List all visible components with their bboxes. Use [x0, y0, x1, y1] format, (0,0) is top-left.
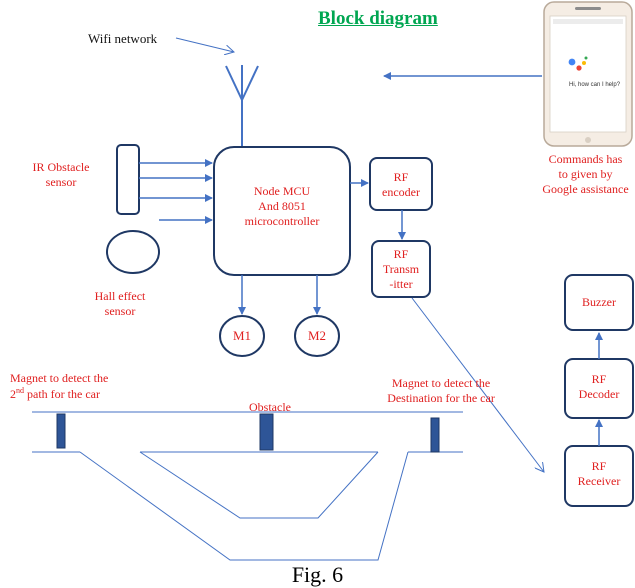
- motor-1-label: M1: [232, 328, 252, 343]
- magnet-path-label: Magnet to detect the 2nd path for the ca…: [10, 371, 109, 401]
- track-outer-path: [79, 451, 409, 561]
- mcu-box: [213, 146, 351, 276]
- rf-transmitter-label: RF Transm -itter: [382, 247, 420, 291]
- rf-encoder-box: [369, 157, 433, 211]
- magnet-destination-label: Magnet to detect the Destination for the…: [387, 376, 495, 405]
- rf-receiver-label: RF Receiver: [577, 459, 621, 488]
- buzzer-label: Buzzer: [582, 295, 616, 309]
- rf-encoder-label: RF encoder: [382, 170, 420, 199]
- motor-1-shape: [219, 315, 265, 357]
- mcu-label: Node MCU And 8051 microcontroller: [244, 184, 320, 228]
- commands-label: Commands has to given by Google assistan…: [542, 152, 629, 196]
- hall-sensor-shape: [106, 230, 160, 274]
- motor-2-shape: [294, 315, 340, 357]
- track-inner-path: [139, 451, 379, 519]
- hall-sensor-label: Hall effect sensor: [94, 289, 146, 318]
- phone-prompt-text: Hi, how can I help?: [569, 82, 621, 88]
- phone-icon: [543, 1, 633, 147]
- obstacle-label: Obstacle: [249, 400, 291, 414]
- wifi-label: Wifi network: [88, 31, 158, 46]
- wireless-link-arrow: [411, 297, 544, 472]
- wifi-pointer-arrow: [175, 37, 234, 52]
- motor-2-label: M2: [307, 328, 327, 343]
- antenna-icon: [225, 65, 259, 148]
- ir-sensor-box: [116, 144, 140, 215]
- rf-decoder-label: RF Decoder: [578, 372, 620, 401]
- diagram-title: Block diagram: [318, 8, 438, 29]
- figure-caption: Fig. 6: [291, 562, 344, 587]
- rf-transmitter-box: [371, 240, 431, 298]
- obstacle-marker: [259, 413, 274, 451]
- magnet-path-marker: [56, 413, 66, 449]
- buzzer-box: [564, 274, 634, 331]
- ir-sensor-label: IR Obstacle sensor: [32, 160, 90, 189]
- magnet-destination-marker: [430, 417, 440, 453]
